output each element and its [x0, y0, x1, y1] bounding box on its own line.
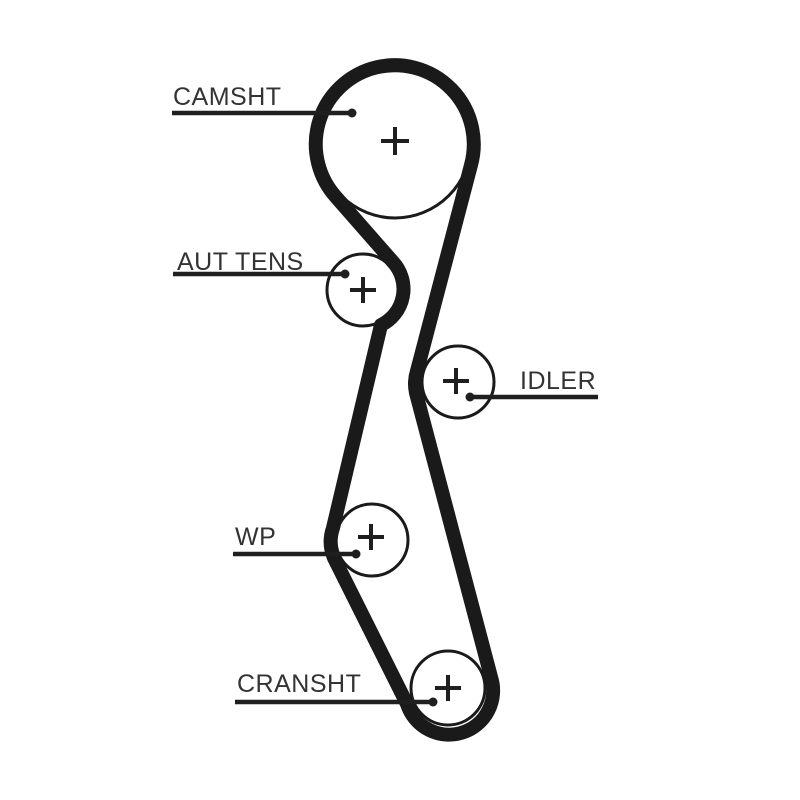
- idler-plus-icon: [443, 368, 469, 394]
- camshaft-leader-dot: [347, 108, 357, 118]
- water-pump-plus-icon: [358, 524, 384, 550]
- water-pump-leader-dot: [351, 549, 361, 559]
- crankshaft-label: CRANSHT: [237, 670, 361, 698]
- tensioner-plus-icon: [350, 277, 376, 303]
- camshaft-plus-icon: [381, 127, 409, 155]
- tensioner-leader-dot: [340, 269, 350, 279]
- crankshaft-plus-icon: [435, 675, 461, 701]
- tensioner-label: AUT TENS: [177, 248, 304, 276]
- water-pump-label: WP: [235, 523, 276, 551]
- crankshaft-leader-dot: [428, 697, 438, 707]
- timing-belt: [308, 58, 501, 742]
- idler-leader-dot: [465, 392, 475, 402]
- camshaft-label: CAMSHT: [173, 83, 282, 111]
- idler-label: IDLER: [520, 367, 596, 395]
